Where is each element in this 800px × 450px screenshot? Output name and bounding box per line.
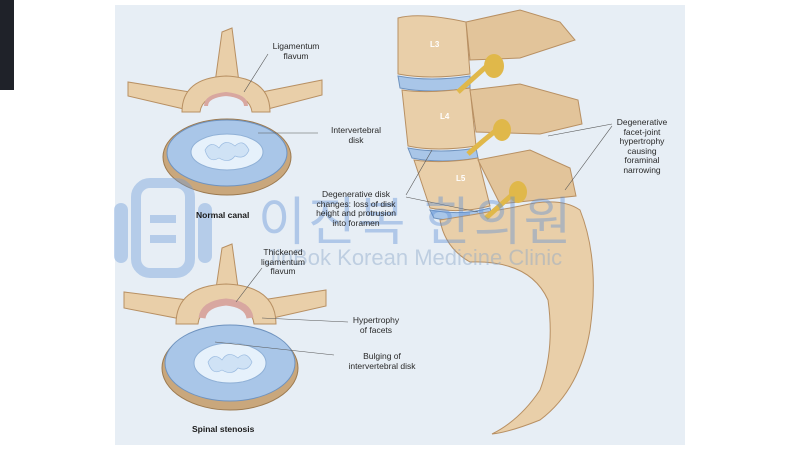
clinic-logo-watermark — [108, 175, 218, 280]
hypertrophy-facets-label: Hypertrophy of facets — [344, 316, 408, 335]
bulging-disk-label: Bulging of intervertebral disk — [334, 352, 430, 371]
ligamentum-flavum-label: Ligamentum flavum — [256, 42, 336, 61]
intervertebral-disk-label: Intervertebral disk — [316, 126, 396, 145]
normal-canal-caption: Normal canal — [196, 210, 249, 220]
spinal-stenosis-caption: Spinal stenosis — [192, 424, 254, 434]
facet-joint-label: Degenerative facet-joint hypertrophy cau… — [606, 118, 678, 175]
degenerative-disk-label: Degenerative disk changes: loss of disk … — [305, 190, 407, 228]
vertebra-label-l3: L3 — [430, 40, 439, 49]
thickened-ligamentum-label: Thickened ligamentum flavum — [250, 248, 316, 277]
vertebra-label-l4: L4 — [440, 112, 449, 121]
vertebra-label-l5: L5 — [456, 174, 465, 183]
